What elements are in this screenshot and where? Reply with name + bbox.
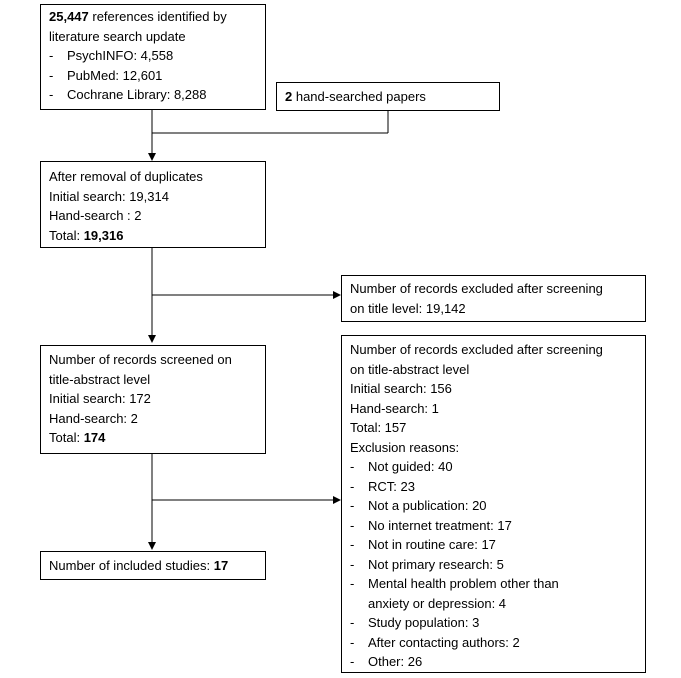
reason-not-guided: Not guided: 40 — [350, 457, 637, 477]
source-psychinfo: PsychINFO: 4,558 — [49, 46, 257, 66]
hand-text: hand-searched papers — [292, 89, 426, 104]
box-hand-searched: 2 hand-searched papers — [276, 82, 500, 111]
reason-no-internet: No internet treatment: 17 — [350, 516, 637, 536]
hand-count: 2 — [285, 89, 293, 104]
identified-line2: literature search update — [49, 28, 186, 44]
duplicates-total: Total: 19,316 — [49, 227, 124, 243]
box-screened: Number of records screened on title-abst… — [40, 345, 266, 454]
reason-mental-health: Mental health problem other than — [350, 574, 637, 594]
box-excluded-abstract: Number of records excluded after screeni… — [341, 335, 646, 673]
screened-line2: title-abstract level — [49, 371, 151, 387]
duplicates-title: After removal of duplicates — [49, 169, 203, 184]
source-cochrane: Cochrane Library: 8,288 — [49, 85, 257, 105]
screened-total: Total: 174 — [49, 430, 106, 445]
reason-not-routine-care: Not in routine care: 17 — [350, 535, 637, 555]
box-included: Number of included studies: 17 — [40, 551, 266, 580]
excluded-abstract-line1: Number of records excluded after screeni… — [350, 342, 603, 357]
excluded-abstract-initial: Initial search: 156 — [350, 381, 452, 396]
duplicates-hand: Hand-search : 2 — [49, 208, 142, 223]
reason-other: Other: 26 — [350, 652, 637, 672]
excluded-title-line1: Number of records excluded after screeni… — [350, 281, 603, 296]
box-excluded-title: Number of records excluded after screeni… — [341, 275, 646, 322]
reason-study-population: Study population: 3 — [350, 613, 637, 633]
reason-not-publication: Not a publication: 20 — [350, 496, 637, 516]
exclusion-reasons-title: Exclusion reasons: — [350, 439, 460, 455]
reason-after-contacting: After contacting authors: 2 — [350, 633, 637, 653]
included-count: 17 — [213, 558, 229, 573]
box-after-duplicates: After removal of duplicates Initial sear… — [40, 161, 266, 248]
screened-hand: Hand-search: 2 — [49, 410, 138, 426]
reason-rct: RCT: 23 — [350, 477, 637, 497]
reason-not-primary: Not primary research: 5 — [350, 555, 637, 575]
excluded-title-line2: on title level: 19,142 — [350, 300, 466, 316]
identified-line1: 25,447 references identified by — [49, 9, 227, 24]
box-identified: 25,447 references identified by literatu… — [40, 4, 266, 110]
reason-mental-health-cont: anxiety or depression: 4 — [368, 595, 507, 611]
excluded-abstract-line2: on title-abstract level — [350, 361, 470, 377]
screened-initial: Initial search: 172 — [49, 391, 151, 406]
excluded-abstract-total: Total: 157 — [350, 420, 407, 435]
screened-line1: Number of records screened on — [49, 352, 232, 367]
source-pubmed: PubMed: 12,601 — [49, 66, 257, 86]
duplicates-initial: Initial search: 19,314 — [49, 188, 169, 204]
included-text: Number of included studies: — [49, 558, 214, 573]
excluded-abstract-hand: Hand-search: 1 — [350, 400, 439, 416]
identified-count: 25,447 — [49, 9, 89, 24]
